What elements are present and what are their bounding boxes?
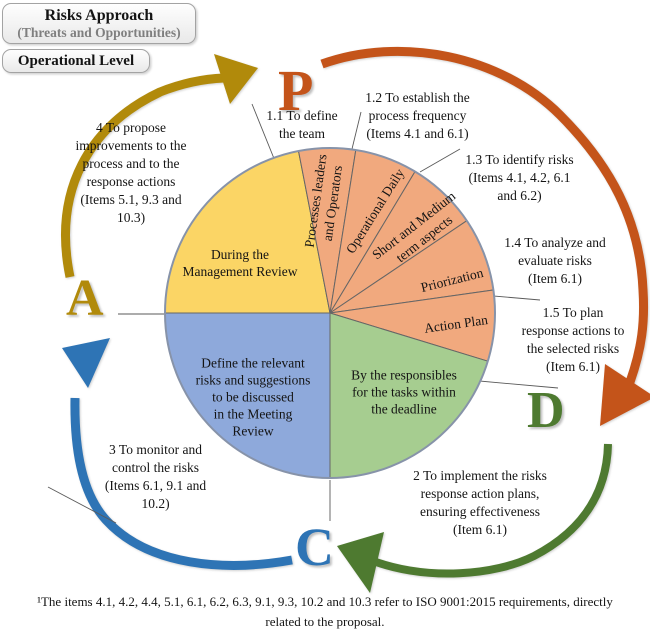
leader-step11 [251, 103, 276, 162]
letter-check: C [295, 517, 334, 577]
step-1-1: 1.1 To define the team [266, 108, 338, 141]
step-3: 3 To monitor and control the risks (Item… [104, 442, 207, 511]
check-to-act-arrow-head [62, 338, 110, 388]
letter-plan: P [278, 58, 313, 123]
letter-do: D [527, 382, 565, 439]
leader-step12 [351, 111, 362, 150]
footnote: ¹The items 4.1, 4.2, 4.4, 5.1, 6.1, 6.2,… [37, 594, 613, 629]
leader-step15 [467, 379, 559, 389]
plan-to-do-arrow-tail [320, 46, 649, 384]
diagram-subtitle: (Threats and Opportunities) [17, 25, 181, 40]
do-to-check-arrow-head [337, 532, 384, 593]
plan-to-do-arrow-head [600, 364, 650, 426]
act-to-plan-arrow-tail [61, 73, 225, 278]
level-label: Operational Level [17, 53, 135, 69]
act-to-plan-arrow [61, 54, 258, 278]
letter-act: A [66, 270, 104, 327]
label-meeting-review: Define the relevant risks and suggestion… [195, 355, 311, 439]
level-box: Operational Level [2, 49, 150, 73]
act-to-plan-arrow-head [214, 54, 258, 104]
pie-rim [164, 147, 496, 479]
check-to-act-arrow-tail [70, 397, 293, 570]
step-1-3: 1.3 To identify risks (Items 4.1, 4.2, 6… [465, 152, 574, 203]
do-to-check-arrow-tail [374, 443, 612, 578]
title-box: Risks Approach (Threats and Opportunitie… [2, 3, 196, 44]
leader-lines [47, 103, 559, 524]
label-management-review: During the Management Review [182, 247, 298, 279]
step-4: 4 To propose improvements to the process… [75, 120, 187, 225]
diagram-title: Risks Approach [44, 7, 154, 24]
step-1-5: 1.5 To plan response actions to the sele… [521, 305, 625, 374]
leader-step13 [419, 148, 461, 173]
do-to-check-arrow [337, 443, 612, 593]
plan-to-do-arrow [320, 46, 650, 426]
label-responsibles: By the responsibles for the tasks within… [351, 367, 457, 417]
step-1-4: 1.4 To analyze and evaluate risks (Item … [504, 235, 606, 286]
step-1-2: 1.2 To establish the process frequency (… [365, 90, 470, 141]
check-to-act-arrow [62, 338, 293, 570]
step-2: 2 To implement the risks response action… [413, 468, 547, 537]
leader-step3 [47, 486, 117, 524]
